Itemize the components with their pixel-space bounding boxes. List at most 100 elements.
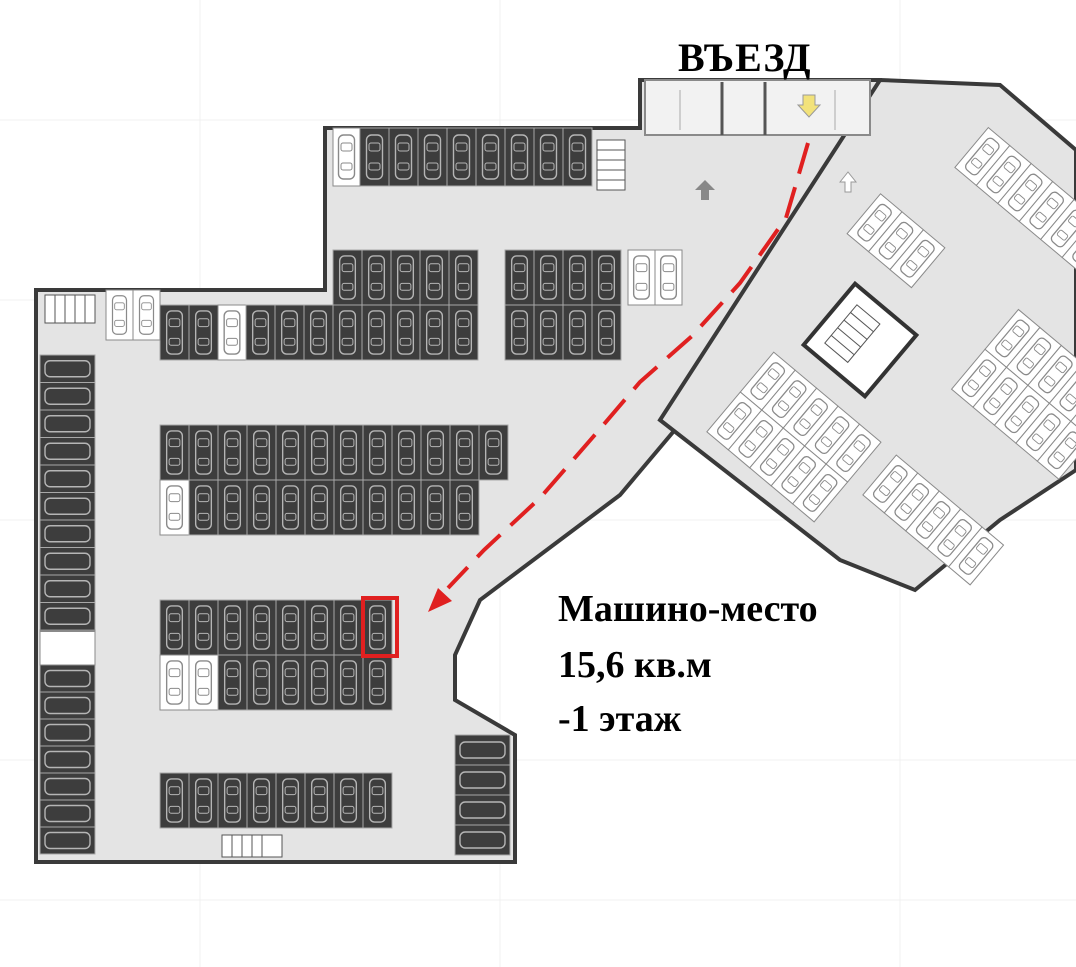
parking-stall: [39, 574, 96, 603]
parking-stall: [39, 437, 96, 466]
parking-stall: [188, 424, 219, 481]
stall-column: [39, 354, 96, 631]
stall-row: [217, 654, 393, 711]
parking-stall: [504, 127, 535, 187]
parking-stall: [562, 304, 593, 361]
car-icon: [44, 831, 91, 850]
stall-row: [245, 304, 334, 361]
parking-stall: [39, 629, 96, 666]
parking-stall: [275, 654, 306, 711]
selected-parking-spot[interactable]: [361, 596, 399, 658]
parking-stall: [475, 127, 506, 187]
car-icon: [44, 497, 91, 515]
parking-stall: [390, 304, 421, 361]
parking-stall: [217, 424, 248, 481]
stairwell: [44, 294, 96, 324]
parking-stall: [246, 654, 277, 711]
spot-floor-label: -1 этаж: [558, 698, 682, 740]
parking-stall: [533, 304, 564, 361]
route-line: [446, 142, 810, 590]
car-icon: [165, 485, 184, 530]
car-icon: [44, 607, 91, 625]
parking-stall: [333, 424, 364, 481]
parking-stall: [361, 304, 392, 361]
parking-stall: [275, 424, 306, 481]
car-icon: [44, 750, 91, 769]
parking-stall: [504, 304, 535, 361]
stall-row: [159, 654, 219, 711]
stall-row: [950, 348, 1076, 480]
car-icon: [459, 831, 506, 849]
stairwell: [596, 139, 626, 191]
parking-stall: [362, 772, 393, 829]
car-icon: [459, 771, 506, 789]
parking-stall: [274, 304, 305, 361]
traffic-arrow-icon: [838, 171, 858, 193]
stall-column: [454, 734, 511, 856]
stall-row: [159, 599, 393, 656]
car-icon: [44, 580, 91, 598]
parking-stall: [159, 772, 190, 829]
stall-row: [159, 772, 393, 829]
parking-stall: [362, 479, 393, 536]
car-icon: [44, 387, 91, 405]
stall-divider: [40, 630, 95, 632]
car-icon: [44, 723, 91, 742]
parking-stall: [39, 492, 96, 521]
parking-stall: [159, 424, 190, 481]
stall-row: [159, 304, 219, 361]
stall-row: [217, 304, 247, 361]
parking-stall: [533, 249, 564, 306]
car-icon: [659, 255, 678, 300]
parking-stall: [446, 127, 477, 187]
parking-stall: [304, 599, 335, 656]
parking-stall: [391, 424, 422, 481]
parking-stall: [39, 664, 96, 693]
parking-stall: [562, 127, 593, 187]
parking-stall: [246, 479, 277, 536]
parking-stall: [39, 772, 96, 801]
parking-stall: [188, 479, 219, 536]
parking-stall: [533, 127, 564, 187]
car-icon: [459, 741, 506, 759]
parking-stall: [332, 249, 363, 306]
stall-row: [846, 193, 946, 289]
parking-stall: [217, 599, 248, 656]
parking-stall: [454, 764, 511, 796]
parking-stall: [591, 304, 622, 361]
parking-stall: [246, 599, 277, 656]
parking-stall: [159, 599, 190, 656]
stall-row: [739, 351, 882, 483]
car-icon: [44, 804, 91, 823]
parking-stall: [362, 424, 393, 481]
parking-stall: [449, 479, 480, 536]
elevator-core: [800, 280, 920, 400]
parking-stall: [562, 249, 593, 306]
parking-stall: [39, 519, 96, 548]
parking-stall: [361, 249, 392, 306]
parking-stall: [39, 354, 96, 383]
entry-arrow-icon: [796, 94, 822, 118]
parking-stall: [275, 772, 306, 829]
car-icon: [44, 442, 91, 460]
parking-stall: [39, 547, 96, 576]
car-icon: [44, 525, 91, 543]
car-icon: [138, 295, 155, 335]
stall-row: [627, 249, 683, 306]
stall-row: [862, 454, 1005, 586]
stall-row: [105, 289, 161, 341]
stall-row: [332, 127, 361, 187]
parking-stall: [39, 691, 96, 720]
parking-stall: [333, 772, 364, 829]
parking-stall: [333, 599, 364, 656]
spot-area-label: 15,6 кв.м: [558, 644, 712, 686]
traffic-arrow-icon: [695, 180, 715, 200]
parking-stall: [39, 382, 96, 411]
car-icon: [165, 660, 184, 705]
stall-row: [332, 249, 479, 306]
car-icon: [223, 310, 241, 355]
parking-stall: [390, 249, 421, 306]
car-icon: [44, 415, 91, 433]
stall-row: [159, 424, 509, 481]
